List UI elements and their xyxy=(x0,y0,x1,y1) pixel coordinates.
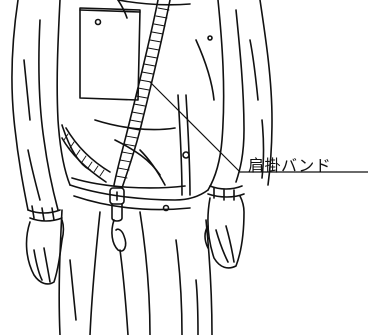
callout-label: 肩掛バンド xyxy=(248,156,332,175)
right-arm-outer xyxy=(259,0,273,186)
right-arm-inner xyxy=(235,9,245,183)
jacket-left-edge xyxy=(56,0,71,186)
jacket-hem xyxy=(69,184,209,201)
left-glove xyxy=(25,219,65,285)
left-arm-inner xyxy=(38,19,59,211)
strap-clip xyxy=(109,187,127,252)
right-glove xyxy=(207,195,245,269)
left-arm-outer xyxy=(11,0,29,211)
jacket-right-edge xyxy=(207,0,225,191)
left-leg xyxy=(58,209,63,335)
right-leg xyxy=(205,219,213,335)
callout-leader-line xyxy=(149,81,368,173)
chest-pocket xyxy=(79,7,141,101)
left-cuff xyxy=(27,209,61,214)
right-cuff xyxy=(209,185,243,190)
shoulder-strap xyxy=(61,0,171,189)
